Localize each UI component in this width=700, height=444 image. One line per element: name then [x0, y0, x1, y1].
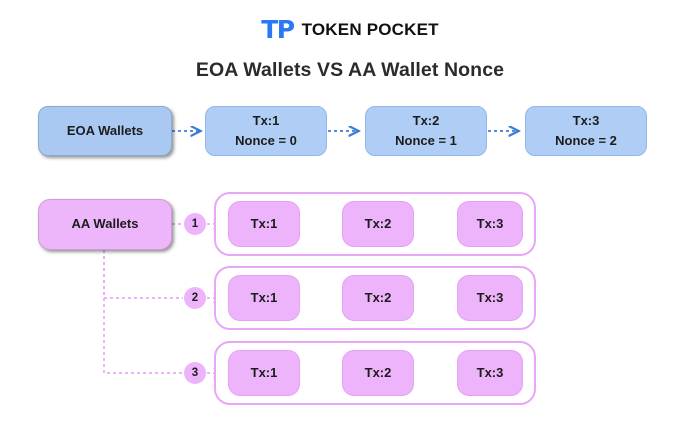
aa-g3-tx-node-3[interactable]: Tx:3: [457, 350, 523, 396]
eoa-step-node-2[interactable]: Tx:2 Nonce = 1: [365, 106, 487, 156]
aa-wallets-root-label: AA Wallets: [71, 216, 139, 232]
eoa-step-nonce-label: Nonce = 2: [555, 133, 617, 148]
aa-g2-tx-node-3[interactable]: Tx:3: [457, 275, 523, 321]
aa-group-badge-label: 3: [191, 367, 199, 379]
eoa-step-tx-label: Tx:2: [412, 112, 440, 128]
aa-tx-label: Tx:1: [250, 215, 278, 231]
aa-group-badge-2[interactable]: 2: [184, 287, 206, 309]
eoa-wallets-root-node[interactable]: EOA Wallets: [38, 106, 172, 156]
aa-branch-2: [103, 250, 183, 299]
aa-tx-label: Tx:1: [250, 289, 278, 305]
page-title: EOA Wallets VS AA Wallet Nonce: [195, 59, 505, 81]
aa-tx-label: Tx:3: [476, 289, 504, 305]
eoa-wallets-root-label: EOA Wallets: [66, 122, 144, 138]
aa-group-badge-1[interactable]: 1: [184, 213, 206, 235]
eoa-step-nonce-label: Nonce = 1: [395, 133, 457, 148]
eoa-step-tx-label: Tx:3: [572, 112, 600, 128]
aa-g1-tx-node-1[interactable]: Tx:1: [228, 201, 300, 247]
eoa-step-node-3[interactable]: Tx:3 Nonce = 2: [525, 106, 647, 156]
aa-tx-label: Tx:3: [476, 364, 504, 380]
aa-g2-tx-node-2[interactable]: Tx:2: [342, 275, 414, 321]
eoa-step-nonce-label: Nonce = 0: [235, 133, 297, 148]
aa-g1-tx-node-2[interactable]: Tx:2: [342, 201, 414, 247]
brand-logo: TP TOKEN POCKET: [0, 16, 700, 42]
aa-group-badge-label: 1: [191, 218, 199, 230]
token-pocket-tp-icon: TP: [261, 14, 295, 44]
aa-tx-label: Tx:1: [250, 364, 278, 380]
aa-tx-label: Tx:2: [364, 215, 392, 231]
aa-tx-label: Tx:3: [476, 215, 504, 231]
aa-group-badge-3[interactable]: 3: [184, 362, 206, 384]
aa-g3-tx-node-1[interactable]: Tx:1: [228, 350, 300, 396]
aa-branch-3: [103, 250, 183, 374]
aa-wallets-root-node[interactable]: AA Wallets: [38, 199, 172, 250]
aa-g3-tx-node-2[interactable]: Tx:2: [342, 350, 414, 396]
aa-group-badge-label: 2: [191, 292, 199, 304]
brand-name: TOKEN POCKET: [301, 19, 439, 39]
aa-g1-tx-node-3[interactable]: Tx:3: [457, 201, 523, 247]
eoa-step-tx-label: Tx:1: [252, 112, 280, 128]
aa-tx-label: Tx:2: [364, 289, 392, 305]
eoa-step-node-1[interactable]: Tx:1 Nonce = 0: [205, 106, 327, 156]
aa-tx-label: Tx:2: [364, 364, 392, 380]
aa-g2-tx-node-1[interactable]: Tx:1: [228, 275, 300, 321]
